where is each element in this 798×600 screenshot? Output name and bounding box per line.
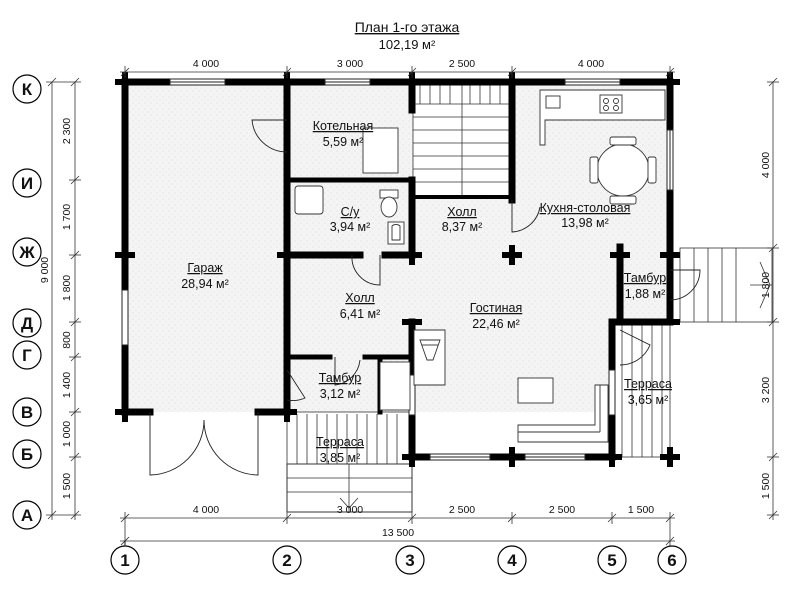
dimension-right	[767, 77, 779, 520]
fixtures	[294, 89, 666, 443]
doors	[149, 119, 701, 476]
room-area-hall-lower: 6,41 м²	[340, 307, 381, 321]
terrace-right	[611, 321, 671, 458]
axis-row-i: И	[21, 174, 33, 193]
axis-col-6: 6	[667, 551, 676, 570]
axis-row-k: К	[22, 80, 33, 99]
room-name-living: Гостиная	[470, 301, 522, 315]
room-area-living: 22,46 м²	[472, 317, 520, 331]
dim-left-2: 1 700	[61, 204, 73, 230]
dim-right-3: 3 200	[760, 377, 772, 403]
room-name-vestibule-left: Тамбур	[319, 371, 361, 385]
axis-row-v: В	[21, 403, 33, 422]
room-name-kitchen: Кухня-столовая	[540, 201, 631, 215]
axis-row-g: Г	[22, 346, 32, 365]
plan-total-area: 102,19 м²	[379, 37, 436, 52]
room-area-boiler: 5,59 м²	[323, 135, 364, 149]
dim-left-1: 2 300	[61, 118, 73, 144]
dim-left-4: 800	[61, 331, 73, 349]
room-area-vestibule-right: 1,88 м²	[625, 287, 666, 301]
room-name-terrace-left: Терраса	[316, 435, 364, 449]
dim-bottom-1: 4 000	[193, 504, 219, 516]
dimension-top	[120, 66, 675, 78]
room-area-terrace-right: 3,65 м²	[628, 393, 669, 407]
windows	[121, 78, 674, 461]
dimension-left	[46, 77, 81, 520]
room-name-garage: Гараж	[187, 261, 223, 275]
dim-bottom-3: 2 500	[449, 504, 475, 516]
axis-col-3: 3	[405, 551, 414, 570]
axis-row-b: Б	[21, 445, 33, 464]
interior-staircase	[412, 83, 511, 198]
room-area-vestibule-left: 3,12 м²	[320, 387, 361, 401]
axis-columns	[110, 541, 687, 575]
axis-row-a: А	[21, 506, 33, 525]
room-name-hall-lower: Холл	[345, 291, 374, 305]
dim-bottom-4: 2 500	[549, 504, 575, 516]
room-area-garage: 28,94 м²	[181, 277, 229, 291]
dim-left-6: 1 000	[61, 421, 73, 447]
room-name-hall-upper: Холл	[447, 205, 476, 219]
dim-top-1: 4 000	[193, 58, 219, 70]
room-name-terrace-right: Терраса	[624, 377, 672, 391]
room-labels: Котельная 5,59 м² С/у 3,94 м² Холл 8,37 …	[181, 119, 672, 465]
dim-left-5: 1 400	[61, 372, 73, 398]
dim-left-7: 1 500	[61, 473, 73, 499]
axis-col-5: 5	[607, 551, 616, 570]
dim-top-2: 3 000	[337, 58, 363, 70]
dim-right-4: 1 500	[760, 473, 772, 499]
dim-bottom-total: 13 500	[382, 527, 414, 539]
room-area-hall-upper: 8,37 м²	[442, 220, 483, 234]
dim-right-2: 1 800	[760, 272, 772, 298]
room-name-wc: С/у	[341, 205, 361, 219]
axis-row-d: Д	[21, 314, 33, 333]
dim-right-1: 4 000	[760, 152, 772, 178]
room-area-wc: 3,94 м²	[330, 220, 371, 234]
dim-bottom-5: 1 500	[628, 504, 654, 516]
room-name-boiler: Котельная	[313, 119, 374, 133]
log-crossings	[115, 72, 680, 467]
axis-rows	[12, 74, 42, 530]
room-area-terrace-left: 3,85 м²	[320, 451, 361, 465]
axis-row-zh: Ж	[18, 243, 35, 262]
room-name-vestibule-right: Тамбур	[624, 271, 666, 285]
plan-title: План 1-го этажа	[355, 19, 460, 35]
axis-col-1: 1	[120, 551, 129, 570]
room-area-kitchen: 13,98 м²	[561, 216, 609, 230]
dim-top-4: 4 000	[578, 58, 604, 70]
stairs-outside-right	[679, 247, 773, 323]
dim-left-total: 9 000	[39, 257, 51, 283]
dim-left-3: 1 800	[61, 275, 73, 301]
axis-col-2: 2	[282, 551, 291, 570]
walls	[121, 78, 674, 461]
dim-bottom-2: 3 000	[337, 504, 363, 516]
axis-col-4: 4	[507, 551, 517, 570]
dim-top-3: 2 500	[449, 58, 475, 70]
